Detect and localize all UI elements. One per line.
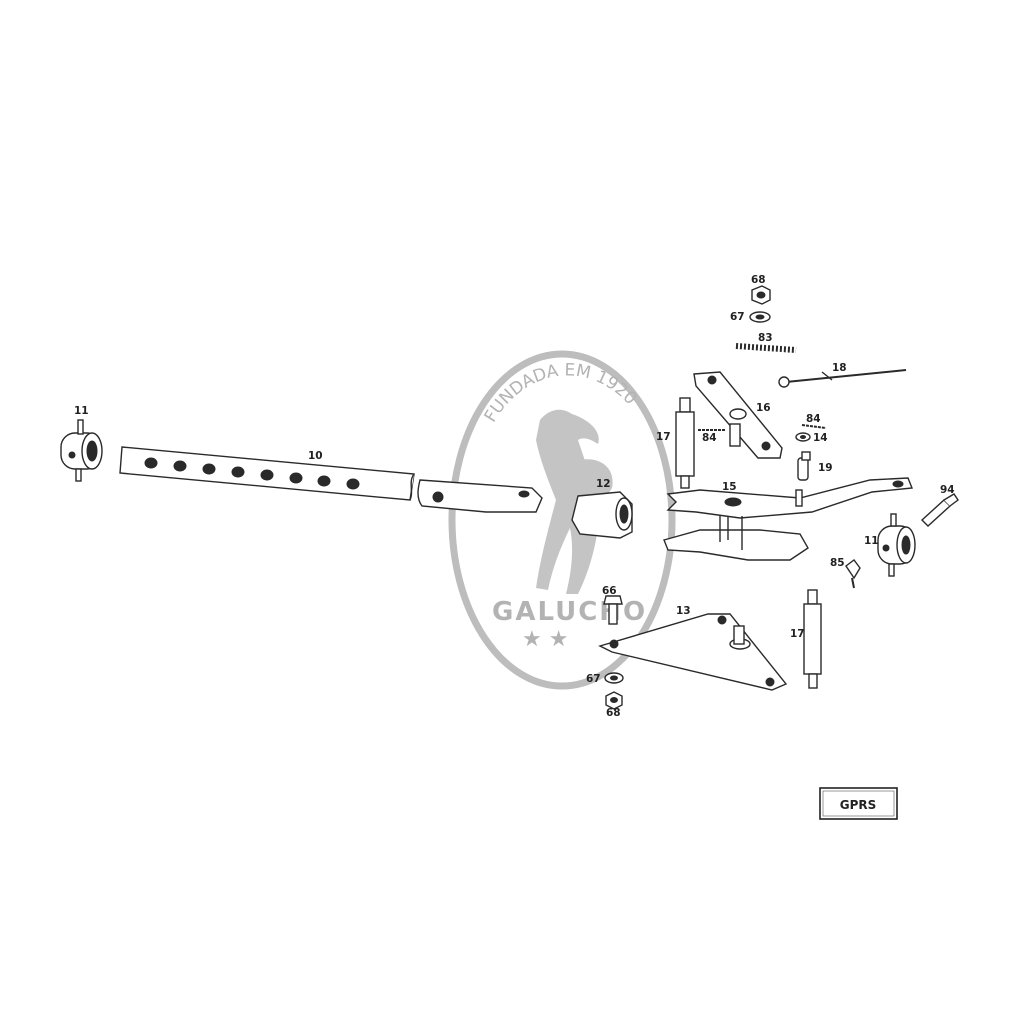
label-part-17-lower: 17 xyxy=(790,628,805,640)
drawbar-tube xyxy=(119,446,415,501)
washer-bottom xyxy=(604,672,624,684)
threaded-stud-lower xyxy=(803,589,822,689)
label-part-10: 10 xyxy=(308,450,323,462)
washer-14 xyxy=(795,432,811,442)
washer-top xyxy=(749,311,771,323)
nut-top xyxy=(751,285,771,305)
nut-bottom xyxy=(605,691,623,710)
wing-nut xyxy=(845,559,861,589)
collar-right xyxy=(877,513,916,577)
label-part-68-top: 68 xyxy=(751,274,766,286)
label-part-14: 14 xyxy=(813,432,828,444)
drawbar-end xyxy=(417,479,543,513)
label-part-67-bottom: 67 xyxy=(586,673,601,685)
collar-left xyxy=(60,419,103,482)
spring xyxy=(735,343,797,353)
label-part-94: 94 xyxy=(940,484,955,496)
label-part-84-left: 84 xyxy=(702,432,717,444)
bolt-66 xyxy=(603,595,623,625)
watermark-brand: GALUCHO xyxy=(492,597,647,627)
label-part-68-bottom: 68 xyxy=(606,707,621,719)
label-part-18: 18 xyxy=(832,362,847,374)
code-box: GPRS xyxy=(819,787,898,820)
triangular-plate xyxy=(598,613,788,691)
watermark-stars: ★ ★ xyxy=(522,627,568,652)
label-part-19: 19 xyxy=(818,462,833,474)
hitch-frame xyxy=(663,477,913,561)
label-part-15: 15 xyxy=(722,481,737,493)
label-part-11-left: 11 xyxy=(74,405,89,417)
label-part-67-top: 67 xyxy=(730,311,745,323)
label-part-17-upper: 17 xyxy=(656,431,671,443)
bushing xyxy=(571,491,633,539)
label-part-16: 16 xyxy=(756,402,771,414)
label-part-11-right: 11 xyxy=(864,535,879,547)
label-part-66: 66 xyxy=(602,585,617,597)
bolt-94 xyxy=(920,493,959,527)
clip-19 xyxy=(797,451,811,481)
label-part-13: 13 xyxy=(676,605,691,617)
rod xyxy=(778,369,907,388)
code-box-label: GPRS xyxy=(840,798,877,812)
label-part-83: 83 xyxy=(758,332,773,344)
watermark-oval xyxy=(448,350,676,690)
label-part-85: 85 xyxy=(830,557,845,569)
threaded-stud-upper xyxy=(675,397,695,489)
pin-right xyxy=(801,424,827,429)
plate-16 xyxy=(693,371,783,459)
label-part-12: 12 xyxy=(596,478,611,490)
label-part-84-right: 84 xyxy=(806,413,821,425)
